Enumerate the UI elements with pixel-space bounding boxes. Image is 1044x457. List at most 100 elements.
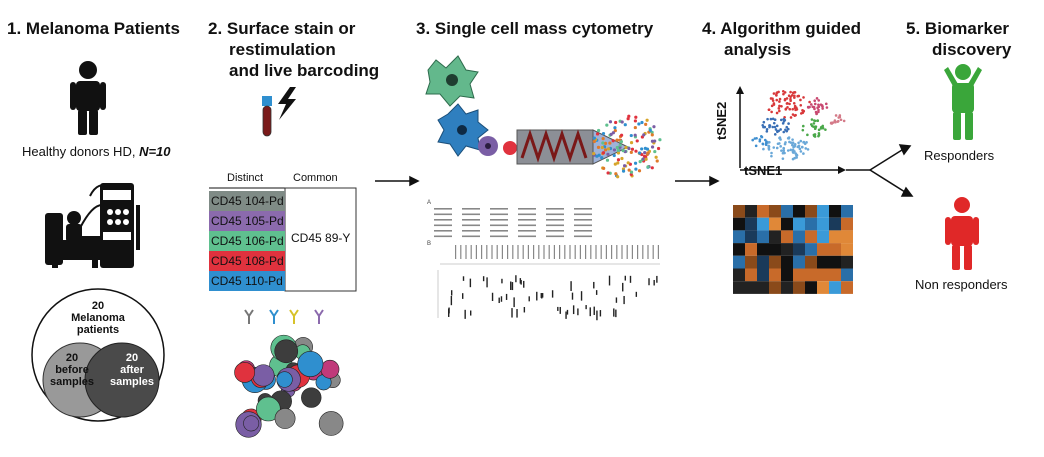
heatmap-cell <box>817 268 829 282</box>
heatmap-cell <box>757 281 769 294</box>
cell-blob <box>234 361 256 383</box>
heatmap-cell <box>805 281 817 294</box>
panel-b-header <box>517 245 519 259</box>
ion-dot <box>627 114 631 118</box>
ion-dot <box>637 122 641 126</box>
panel-a-entry <box>518 224 536 227</box>
event-mark <box>511 308 513 318</box>
heatmap-cell <box>733 255 745 269</box>
heatmap-cell <box>841 281 853 294</box>
heatmap-cell <box>781 243 793 256</box>
tsne-point <box>812 134 816 138</box>
panel-a-entry <box>490 219 508 221</box>
tsne-point <box>821 105 824 108</box>
ion-dot <box>648 128 652 132</box>
responder-person-icon <box>944 64 982 140</box>
ion-dot <box>658 138 662 142</box>
ion-dot <box>622 164 627 168</box>
panel-a-entry <box>574 208 592 210</box>
tsne-point <box>778 104 781 108</box>
event-mark <box>516 309 518 318</box>
ion-dot <box>601 137 605 141</box>
tsne-point <box>797 141 800 145</box>
panel-a-entry <box>490 208 508 210</box>
panel-a-entry <box>546 208 564 210</box>
ion-dot <box>621 169 626 173</box>
ion-dot <box>611 131 615 135</box>
tsne-point <box>785 97 789 100</box>
heatmap-cell <box>745 255 757 269</box>
tsne-point <box>771 99 775 102</box>
heatmap-cell <box>745 268 757 282</box>
event-mark <box>648 278 650 286</box>
tsne-point <box>799 112 803 115</box>
responders-label: Responders <box>924 148 995 163</box>
event-mark <box>570 281 572 291</box>
tsne-point <box>786 136 790 140</box>
patient-treatment-chair-icon <box>45 183 140 268</box>
tsne-point <box>770 154 773 158</box>
tsne-point <box>785 129 789 133</box>
cell-blob <box>320 359 340 379</box>
cytometry-illustration <box>425 55 662 179</box>
tsne-point <box>758 139 762 143</box>
panel-b-header <box>460 245 462 259</box>
event-mark <box>656 275 658 283</box>
step-1-title: 1. Melanoma Patients <box>7 18 180 39</box>
ion-dot <box>646 165 650 169</box>
barcode-row: CD45 108-Pd <box>209 251 285 271</box>
ion-dot <box>650 133 654 137</box>
tsne-point <box>816 119 820 123</box>
tsne-point <box>786 127 790 131</box>
tsne-plot <box>736 86 846 174</box>
event-mark <box>629 275 632 283</box>
panel-b-header <box>543 245 545 259</box>
panel-b-header <box>642 245 644 259</box>
tsne-point <box>813 127 817 130</box>
event-mark <box>519 278 522 284</box>
panel-a-entry <box>434 208 452 210</box>
tsne-point <box>755 136 758 140</box>
tsne-point <box>775 93 778 97</box>
event-mark <box>585 305 587 310</box>
tsne-point <box>767 108 771 112</box>
tsne-point <box>772 103 776 106</box>
tsne-point <box>782 117 786 121</box>
ion-dot <box>645 118 649 122</box>
event-mark <box>462 276 465 281</box>
ion-dot <box>653 139 657 143</box>
tsne-point <box>819 103 823 106</box>
step-4-number: 4. <box>702 19 717 38</box>
panel-b-header <box>595 245 597 259</box>
tsne-point <box>762 147 765 151</box>
panel-b-header <box>569 245 571 259</box>
ion-dot <box>608 120 613 124</box>
tsne-point <box>762 120 766 124</box>
ion-dot <box>650 166 654 170</box>
ion-dot <box>633 133 637 137</box>
tsne-point <box>782 149 786 153</box>
step-2-number: 2. <box>208 19 223 38</box>
tsne-point <box>787 94 791 98</box>
event-mark <box>513 297 515 308</box>
tsne-point <box>779 128 782 131</box>
tsne-point <box>817 99 821 102</box>
tsne-point <box>801 145 804 149</box>
blood-tube-icon <box>262 96 272 137</box>
panel-b-header <box>605 245 607 259</box>
tsne-point <box>812 125 815 129</box>
tsne-point <box>799 150 803 153</box>
tsne-point <box>802 109 806 113</box>
panel-b-header <box>600 245 602 259</box>
heatmap-cell <box>817 243 829 256</box>
heatmap-cell <box>733 243 745 256</box>
venn-after-line-2: samples <box>109 376 155 388</box>
tsne-point <box>784 108 788 111</box>
panel-b-header <box>652 245 654 259</box>
barcode-row: CD45 106-Pd <box>209 231 285 251</box>
tsne-point <box>801 124 805 128</box>
cell-cluster <box>234 334 344 438</box>
ion-dot <box>627 168 631 172</box>
non-responder-person-icon <box>945 197 979 270</box>
step-5-line-1: Biomarker <box>924 19 1010 38</box>
